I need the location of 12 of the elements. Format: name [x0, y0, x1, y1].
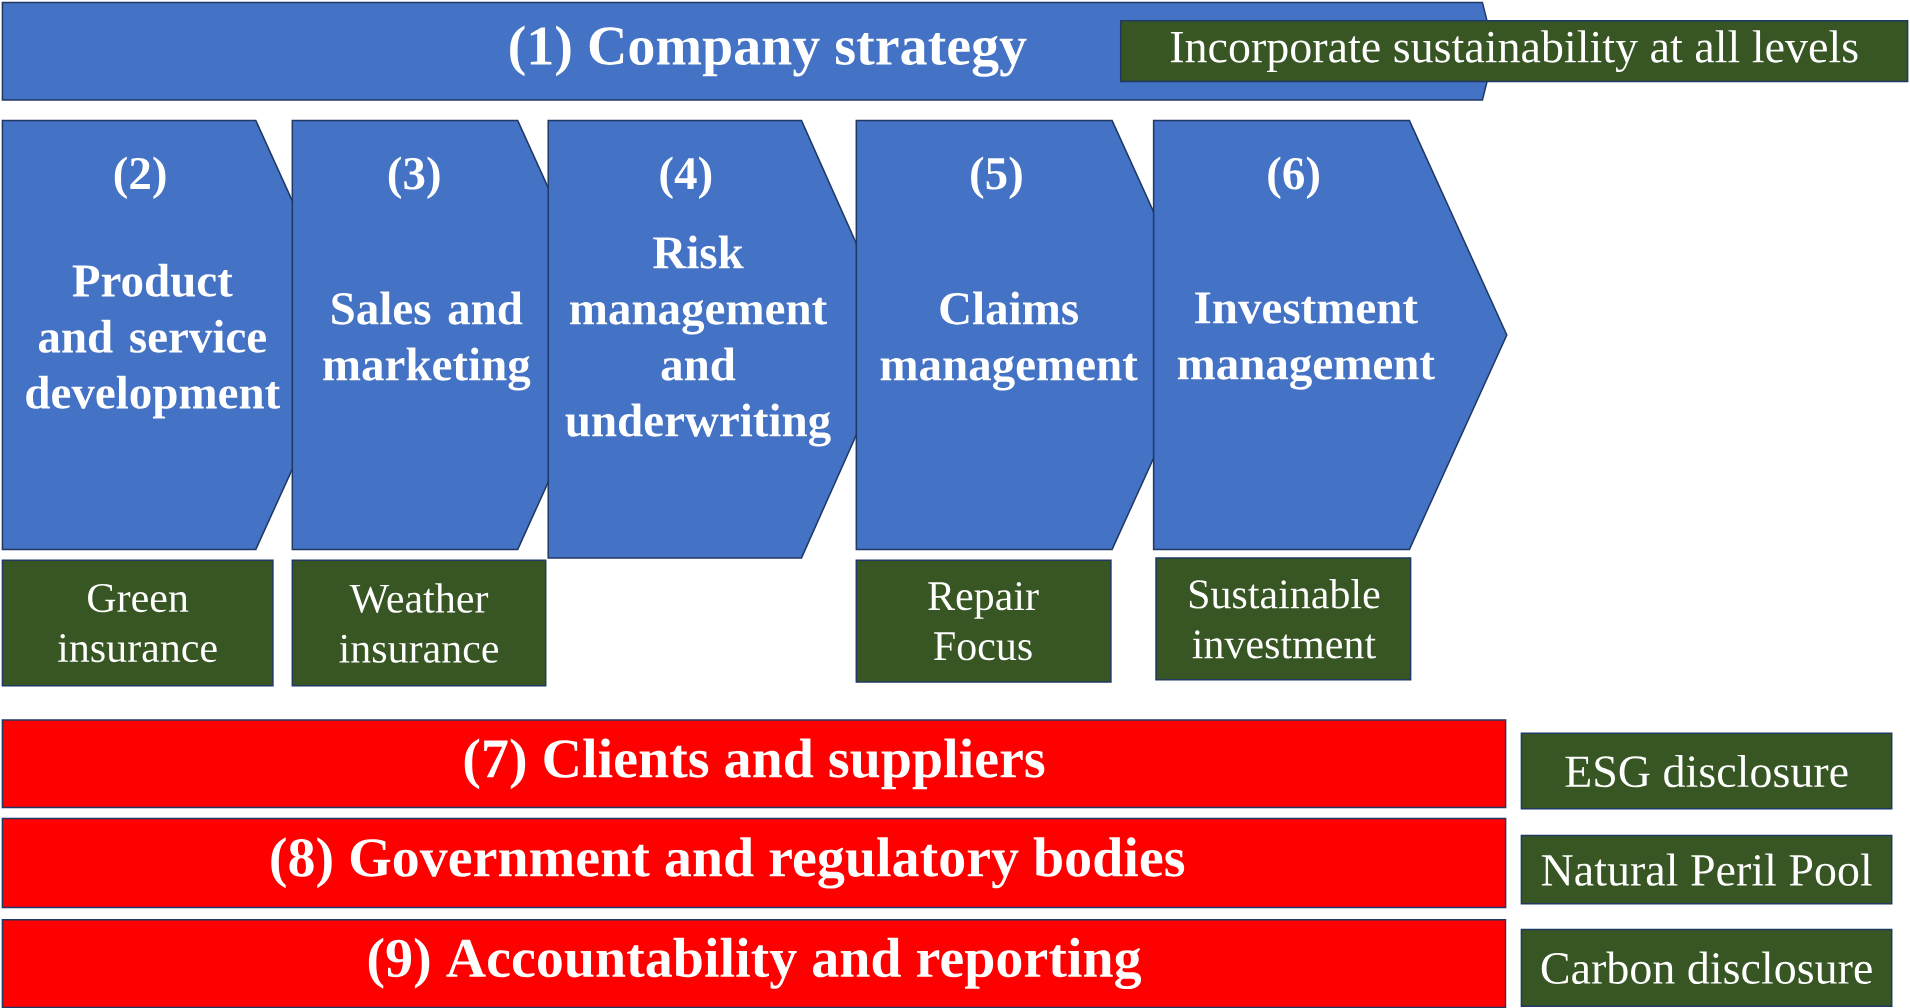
chevron-box: (6) Investment management: [1152, 119, 1508, 551]
label-box: Incorporate sustainability at all levels: [1119, 19, 1909, 83]
label-box: Natural Peril Pool: [1520, 834, 1893, 905]
band-box: (7) Clients and suppliers: [1, 719, 1507, 809]
label-box: Carbon disclosure: [1520, 928, 1893, 1007]
label-box: ESG disclosure: [1520, 732, 1893, 810]
label-box: Repair Focus: [855, 559, 1112, 683]
band-box: (9) Accountability and reporting: [1, 918, 1507, 1008]
band-box: (8) Government and regulatory bodies: [1, 817, 1507, 909]
label-box: Sustainable investment: [1155, 557, 1412, 681]
label-box: Green insurance: [1, 559, 274, 687]
label-box: Weather insurance: [291, 559, 547, 687]
